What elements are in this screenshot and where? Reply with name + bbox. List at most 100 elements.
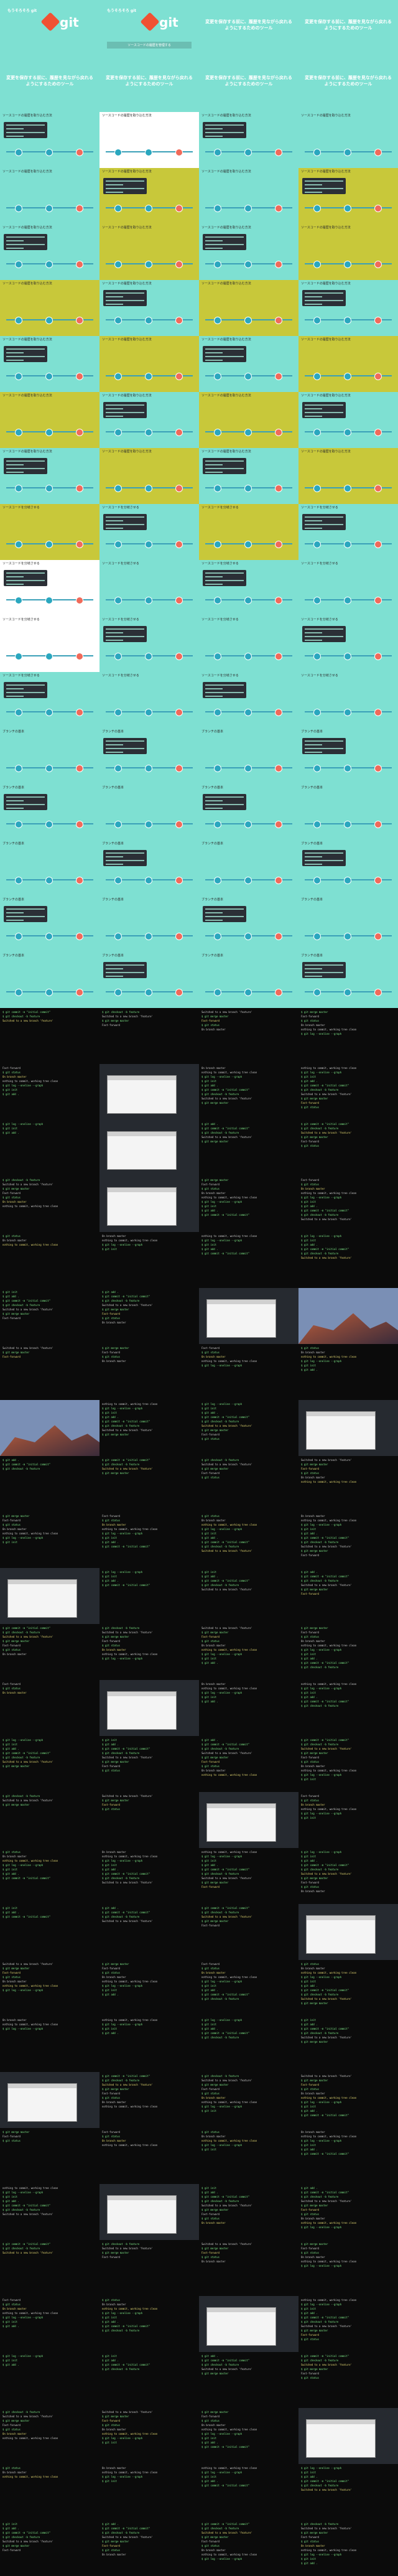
terminal-line: Fast-forward (102, 2256, 120, 2259)
terminal-line: $ git add . (102, 1541, 119, 1544)
commit-node (275, 765, 282, 772)
slide-thumbnail: ソースコードを分岐させる (0, 560, 100, 616)
commit-node (214, 653, 221, 660)
terminal-line: $ git merge master (301, 1626, 328, 1630)
slide-caption: ソースコードを分岐させる (301, 674, 338, 678)
terminal-line: $ git status (301, 1635, 319, 1638)
terminal-line: $ git commit -m "initial commit" (301, 2354, 349, 2358)
terminal-line: $ git init (201, 1532, 217, 1535)
terminal-line: $ git merge master (301, 2242, 328, 2246)
terminal-line: Fast-forward (2, 2298, 21, 2302)
terminal-line: On branch master (301, 2217, 325, 2220)
terminal-line: Fast-forward (102, 1640, 120, 1643)
terminal-line: $ git commit -m "initial commit" (201, 1088, 250, 1091)
terminal-line: $ git checkout -b feature (201, 2200, 239, 2203)
slide-thumbnail: ソースコードの履歴を取り込む方法 (298, 280, 398, 336)
terminal-line: On branch master (2, 2307, 27, 2310)
terminal-line: $ git init (201, 2186, 217, 2190)
terminal-line: $ git log --oneline --graph (2, 1864, 44, 1867)
terminal-line: Fast-forward (301, 2333, 319, 2336)
slide-thumbnail: ブランチの基本 (199, 784, 298, 840)
terminal-line: $ git commit -m "initial commit" (201, 2359, 250, 2362)
slide-thumbnail: $ git init$ git add .$ git commit -m "in… (298, 2016, 398, 2072)
terminal-line: Fast-forward (2, 1682, 21, 1686)
slide-caption: ソースコードの履歴を取り込む方法 (201, 394, 251, 398)
terminal-line: $ git commit -m "initial commit" (102, 1584, 150, 1587)
terminal-line: $ git status (201, 1514, 220, 1518)
commit-graph (106, 930, 193, 941)
terminal-line: $ git add . (201, 1536, 218, 1539)
terminal-line: $ git checkout -b feature (102, 1915, 140, 1918)
terminal-line: $ git commit -m "initial commit" (301, 1536, 349, 1539)
terminal-line: nothing to commit, working tree clean (102, 1855, 158, 1858)
slide-thumbnail: $ git add .$ git commit -m "initial comm… (199, 1120, 298, 1176)
code-panel (103, 178, 147, 194)
commit-graph (106, 538, 193, 549)
terminal-line: $ git merge master (102, 1760, 129, 1763)
terminal-line: $ git commit -m "initial commit" (2, 1877, 51, 1880)
commit-node (15, 765, 22, 772)
commit-graph (305, 594, 392, 605)
terminal-line: Switched to a new branch 'feature' (301, 1997, 352, 2000)
commit-node (344, 149, 351, 156)
terminal-line: nothing to commit, working tree clean (201, 1648, 257, 1651)
terminal-line: $ git status (102, 2135, 120, 2138)
slide-thumbnail: $ git init$ git add .$ git commit -m "in… (0, 1288, 100, 1344)
terminal-line: Fast-forward (102, 2544, 120, 2547)
commit-node (15, 597, 22, 604)
slide-thumbnail: ブランチの基本 (0, 952, 100, 1008)
commit-node (275, 317, 282, 324)
terminal-line: Switched to a new branch 'feature' (102, 1756, 153, 1759)
terminal-line: $ git init (201, 1859, 217, 1862)
terminal-line: $ git commit -m "initial commit" (2, 1463, 51, 1466)
terminal-line: Switched to a new branch 'feature' (201, 1752, 252, 1755)
slide-thumbnail: ソースコードの履歴を取り込む方法 (298, 112, 398, 168)
terminal-line: $ git init (201, 1696, 217, 1699)
slide-caption: ソースコードを分岐させる (102, 674, 139, 678)
commit-node (175, 541, 183, 548)
terminal-line: Switched to a new branch 'feature' (201, 1097, 252, 1100)
terminal-line: nothing to commit, working tree clean (102, 1980, 158, 1983)
commit-node (15, 261, 22, 268)
terminal-line: On branch master (201, 1971, 226, 1974)
commit-node (114, 261, 122, 268)
terminal-line: nothing to commit, working tree clean (301, 1066, 357, 1070)
slide-thumbnail: ソースコードを分岐させる (199, 672, 298, 728)
terminal-line: $ git add . (301, 2562, 318, 2565)
terminal-line: $ git add . (201, 1661, 218, 1664)
terminal-line: $ git status (102, 1644, 120, 1647)
terminal-line: Switched to a new branch 'feature' (301, 2363, 352, 2366)
terminal-line: $ git status (2, 1196, 21, 1199)
code-panel (302, 850, 346, 866)
code-panel (103, 626, 147, 642)
terminal-line: $ git checkout -b feature (102, 1463, 140, 1466)
slide-thumbnail: ブランチの基本 (100, 840, 199, 896)
slide-caption: ブランチの基本 (201, 954, 224, 958)
commit-node (275, 373, 282, 380)
terminal-line: $ git add . (201, 2191, 218, 2194)
slide-thumbnail (199, 1288, 298, 1344)
terminal-line: $ git add . (2, 2527, 19, 2530)
terminal-line: $ git checkout -b feature (201, 2363, 239, 2366)
terminal-line: Switched to a new branch 'feature' (301, 1458, 352, 1462)
code-panel (4, 122, 47, 138)
slide-caption: ブランチの基本 (201, 786, 224, 790)
terminal-line: Fast-forward (201, 2251, 220, 2254)
terminal-line: nothing to commit, working tree clean (2, 1984, 58, 1987)
slide-caption: ソースコードを分岐させる (102, 506, 139, 510)
terminal-line: Switched to a new branch 'feature' (2, 1799, 53, 1802)
terminal-line: Switched to a new branch 'feature' (201, 1136, 252, 1139)
slide-thumbnail: $ git log --oneline --graph$ git init$ g… (0, 2352, 100, 2408)
terminal-line: Fast-forward (301, 1101, 319, 1104)
app-window (306, 1411, 376, 1450)
slide-caption: ソースコードの履歴を取り込む方法 (301, 394, 351, 398)
window-titlebar (108, 1076, 176, 1080)
slide-thumbnail: ブランチの基本 (199, 728, 298, 784)
terminal-line: Switched to a new branch 'feature' (2, 1346, 53, 1350)
commit-node (114, 485, 122, 492)
